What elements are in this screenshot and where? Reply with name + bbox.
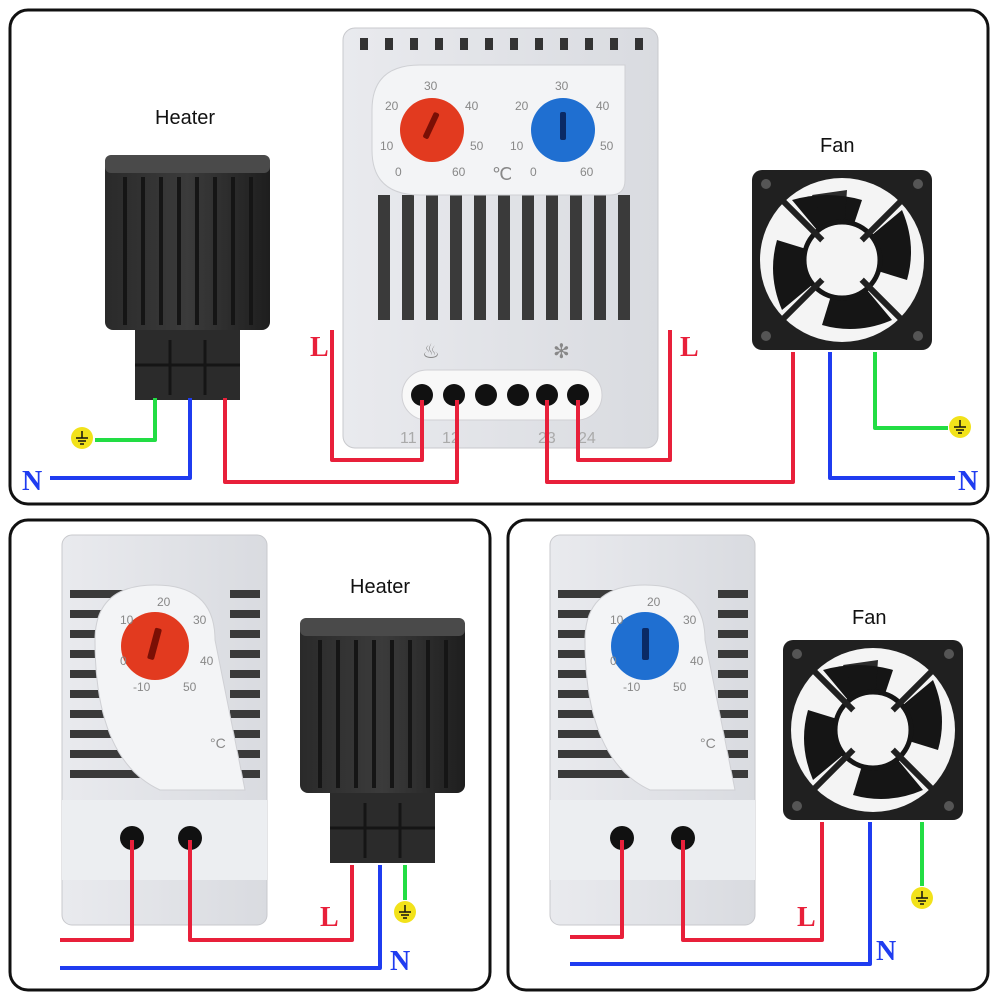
dial-tick: 0 — [610, 654, 617, 668]
fan-device — [783, 640, 963, 820]
panel-top: Heater — [8, 8, 990, 506]
earth-icon — [948, 415, 972, 439]
dial-tick: -10 — [133, 680, 151, 694]
heat-dial-tick: 20 — [385, 99, 399, 113]
dial-tick: 20 — [647, 595, 661, 609]
dial-tick: 40 — [690, 654, 704, 668]
live-wire — [188, 840, 354, 942]
dial-tick: 30 — [193, 613, 207, 627]
earth-icon — [70, 426, 94, 450]
terminal-label: 24 — [578, 430, 596, 447]
live-label: L — [680, 332, 699, 363]
neutral-wire — [60, 865, 382, 970]
live-label: L — [310, 332, 329, 363]
fan-label: Fan — [852, 607, 886, 629]
live-wire — [330, 330, 424, 462]
unit-label: ℃ — [492, 164, 512, 184]
cooling-thermostat: 20 10 30 0 40 -10 50 °C — [549, 534, 756, 926]
neutral-wire — [570, 822, 872, 966]
dial-tick: 10 — [120, 613, 134, 627]
earth-wire — [873, 352, 948, 430]
heater-label: Heater — [350, 576, 410, 598]
live-wire — [60, 840, 134, 942]
live-label: L — [320, 902, 339, 933]
cool-dial-tick: 10 — [510, 139, 524, 153]
heat-dial-tick: 40 — [465, 99, 479, 113]
heating-thermostat: 20 10 30 0 40 -10 50 °C — [61, 534, 268, 926]
dial-tick: 30 — [683, 613, 697, 627]
dial-tick: -10 — [623, 680, 641, 694]
heat-dial-tick: 30 — [424, 79, 438, 93]
heat-dial-tick: 0 — [395, 165, 402, 179]
dial-tick: 50 — [183, 680, 197, 694]
dual-thermostat: 30 20 40 10 50 0 60 30 20 40 10 50 0 60 … — [342, 27, 659, 449]
cool-dial-tick: 50 — [600, 139, 614, 153]
earth-icon — [393, 900, 417, 924]
panel-bottom-left: 20 10 30 0 40 -10 50 °C Heater L N — [8, 518, 492, 992]
heat-symbol-icon: ♨ — [422, 341, 440, 363]
unit-label: °C — [210, 735, 226, 751]
dial-tick: 10 — [610, 613, 624, 627]
dial-tick: 40 — [200, 654, 214, 668]
neutral-wire — [50, 398, 192, 480]
cool-dial-tick: 30 — [555, 79, 569, 93]
earth-icon — [910, 886, 934, 910]
unit-label: °C — [700, 735, 716, 751]
dial-tick: 50 — [673, 680, 687, 694]
neutral-label: N — [876, 936, 896, 967]
live-wire — [545, 352, 795, 484]
dial-tick: 0 — [120, 654, 127, 668]
live-wire — [223, 398, 459, 484]
heat-dial-tick: 50 — [470, 139, 484, 153]
heat-dial-tick: 10 — [380, 139, 394, 153]
cool-dial-tick: 0 — [530, 165, 537, 179]
panel-bottom-right: 20 10 30 0 40 -10 50 °C Fan L N — [506, 518, 990, 992]
wiring-bottom-left — [60, 840, 407, 970]
neutral-label: N — [22, 466, 42, 497]
fan-device — [752, 170, 932, 350]
neutral-wire — [828, 352, 955, 480]
neutral-label: N — [958, 466, 978, 497]
heater-label: Heater — [155, 107, 215, 129]
earth-wire — [95, 398, 157, 442]
terminal-label: 11 — [400, 430, 417, 447]
cool-dial-tick: 20 — [515, 99, 529, 113]
live-wire — [570, 840, 624, 939]
live-label: L — [797, 902, 816, 933]
dial-tick: 20 — [157, 595, 171, 609]
fan-symbol-icon: ✻ — [553, 341, 570, 363]
cool-dial-tick: 60 — [580, 165, 594, 179]
cool-dial-tick: 40 — [596, 99, 610, 113]
live-wire — [681, 822, 824, 942]
fan-label: Fan — [820, 135, 854, 157]
live-wire — [576, 330, 672, 462]
neutral-label: N — [390, 946, 410, 977]
heat-dial-tick: 60 — [452, 165, 466, 179]
wiring-top — [50, 330, 955, 484]
wiring-bottom-right — [570, 822, 924, 966]
